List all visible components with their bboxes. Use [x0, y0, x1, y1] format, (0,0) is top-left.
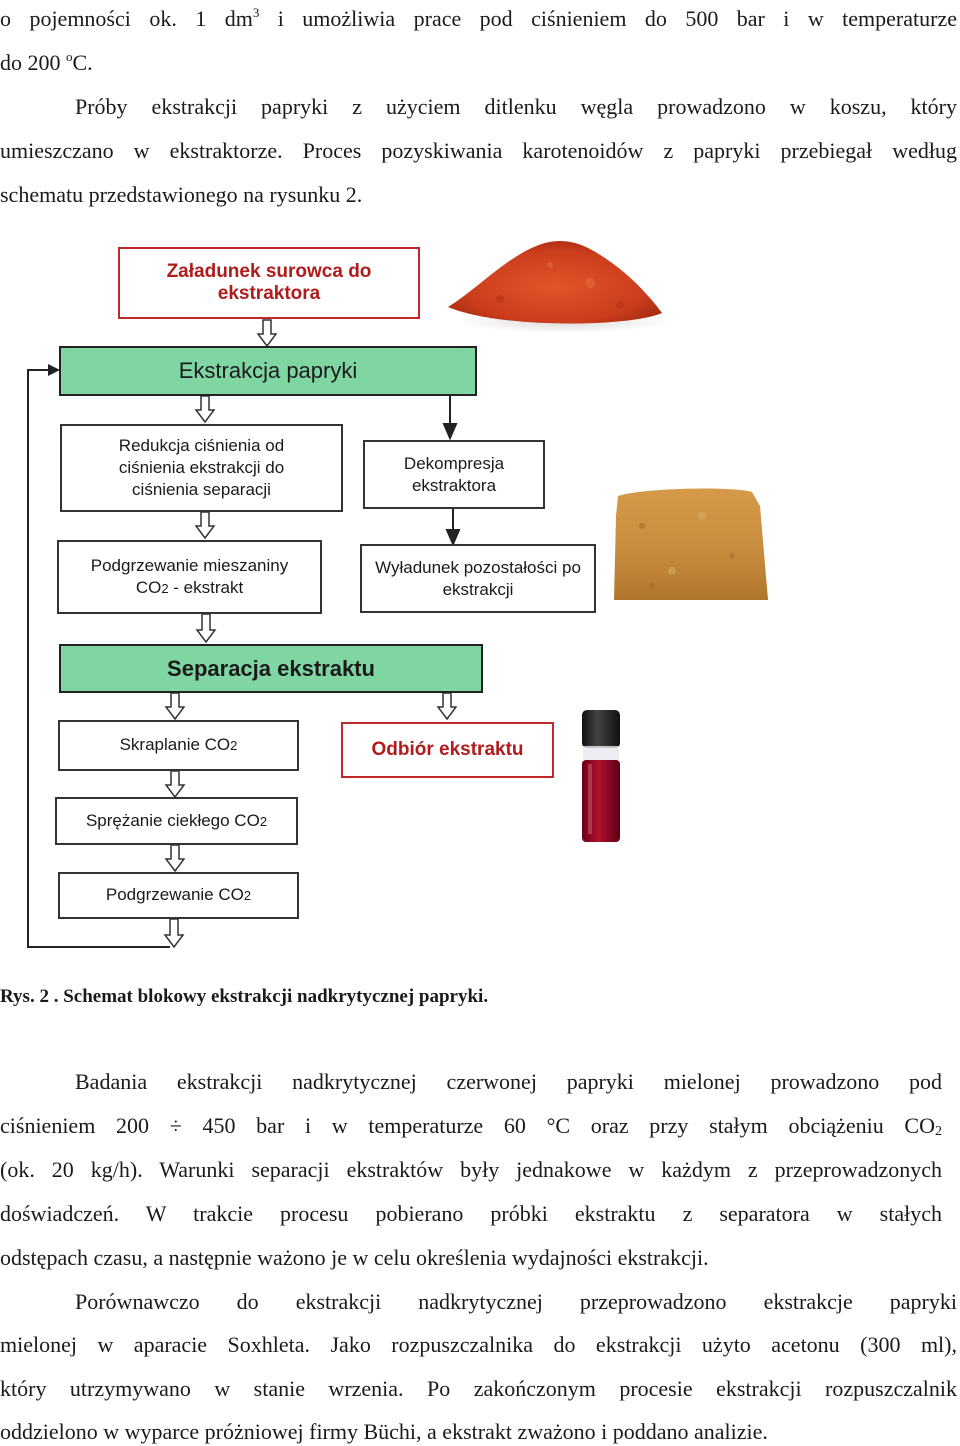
intro-line-2: do 200 oC. — [0, 49, 957, 77]
box-heating-co2: Podgrzewanie CO2 — [58, 872, 299, 919]
heating-mix-text: CO — [135, 577, 162, 597]
box-unloading-label: Wyładunek pozostałości po ekstrakcji — [375, 557, 581, 599]
subscript: 2 — [243, 888, 252, 903]
residue-image — [614, 488, 768, 600]
arrow-separation-to-collection — [436, 692, 458, 721]
arrow-separation-to-liquefaction — [164, 692, 186, 721]
box-liquefaction: Skraplanie CO2 — [58, 720, 299, 771]
recycle-loop-line — [27, 369, 170, 948]
intro-line-4: umieszczano w ekstraktorze. Proces pozys… — [0, 138, 957, 163]
arrow-extraction-to-reduction — [194, 395, 216, 424]
box-loading: Załadunek surowca do ekstraktora — [118, 247, 420, 319]
intro-line-5: schematu przedstawionego na rysunku 2. — [0, 182, 363, 207]
superscript: o — [66, 49, 73, 64]
superscript: 3 — [252, 5, 260, 20]
box-loading-label: Załadunek surowca do ekstraktora — [166, 261, 372, 304]
arrow-heating-down — [163, 918, 185, 949]
arrow-liquefaction-to-compression — [164, 770, 186, 799]
box-separation: Separacja ekstraktu — [59, 644, 483, 693]
box-decompression-label: Dekompresja ekstraktora — [403, 453, 505, 495]
arrow-reduction-to-heating — [194, 511, 216, 540]
body-p1-line-3: (ok. 20 kg/h). Warunki separacji ekstrak… — [0, 1157, 942, 1182]
intro-text: C. — [72, 50, 93, 75]
body-text: ciśnieniem 200 ÷ 450 bar i w temperaturz… — [0, 1113, 935, 1138]
box-collection-label: Odbiór ekstraktu — [371, 739, 524, 760]
compression-text: Sprężanie ciekłego CO — [85, 810, 260, 830]
intro-line-3: Próby ekstrakcji papryki z użyciem ditle… — [75, 94, 957, 119]
box-compression-label: Sprężanie ciekłego CO2 — [86, 810, 267, 833]
subscript: 2 — [259, 813, 268, 829]
body-p1-line-2: ciśnieniem 200 ÷ 450 bar i w temperaturz… — [0, 1112, 942, 1140]
intro-text: o pojemności ok. 1 dm — [0, 6, 253, 31]
body-p2-line-2: mielonej w aparacie Soxhleta. Jako rozpu… — [0, 1332, 957, 1357]
subscript: 2 — [935, 1124, 942, 1139]
figure-caption: Rys. 2 . Schemat blokowy ekstrakcji nadk… — [0, 986, 489, 1007]
intro-line-1: o pojemności ok. 1 dm3 i umożliwia prace… — [0, 5, 957, 33]
body-p1-line-1: Badania ekstrakcji nadkrytycznej czerwon… — [75, 1069, 942, 1094]
box-liquefaction-label: Skraplanie CO2 — [120, 734, 238, 757]
box-collection: Odbiór ekstraktu — [341, 722, 554, 778]
intro-text: do 200 — [0, 50, 66, 75]
heating-mix-text: - ekstrakt — [168, 577, 244, 597]
body-p2-line-3: który utrzymywano w stanie wrzenia. Po z… — [0, 1376, 957, 1401]
box-compression: Sprężanie ciekłego CO2 — [55, 797, 298, 845]
box-unloading: Wyładunek pozostałości po ekstrakcji — [360, 544, 596, 613]
box-pressure-reduction-label: Redukcja ciśnienia od ciśnienia ekstrakc… — [118, 436, 285, 499]
liquefaction-text: Skraplanie CO — [119, 735, 231, 754]
intro-text: i umożliwia prace pod ciśnieniem do 500 … — [259, 6, 957, 31]
box-extraction: Ekstrakcja papryki — [59, 346, 477, 396]
arrow-compression-to-heating — [164, 844, 186, 873]
arrow-heating-to-separation — [195, 613, 217, 644]
heating-co2-text: Podgrzewanie CO — [105, 885, 244, 904]
box-pressure-reduction: Redukcja ciśnienia od ciśnienia ekstrakc… — [60, 424, 343, 512]
arrow-loading-to-extraction — [256, 319, 278, 348]
arrowhead-unloading — [445, 529, 461, 547]
body-p2-line-1: Porównawczo do ekstrakcji nadkrytycznej … — [75, 1289, 957, 1314]
body-p1-line-4: doświadczeń. W trakcie procesu pobierano… — [0, 1201, 942, 1226]
extract-vial-image — [582, 710, 620, 842]
subscript: 2 — [161, 580, 169, 596]
body-p1-line-5: odstępach czasu, a następnie ważono je w… — [0, 1245, 709, 1270]
box-decompression: Dekompresja ekstraktora — [363, 440, 545, 509]
subscript: 2 — [230, 738, 238, 753]
body-p2-line-4: oddzielono w wyparce próżniowej firmy Bü… — [0, 1419, 768, 1444]
box-heating-co2-label: Podgrzewanie CO2 — [106, 884, 251, 907]
heating-mix-text: Podgrzewanie mieszaniny — [90, 555, 289, 575]
box-extraction-label: Ekstrakcja papryki — [178, 358, 358, 383]
box-separation-label: Separacja ekstraktu — [167, 655, 375, 681]
paprika-powder-image — [448, 241, 670, 333]
recycle-loop-arrowhead — [48, 364, 60, 376]
arrowhead-decompression — [442, 423, 458, 441]
